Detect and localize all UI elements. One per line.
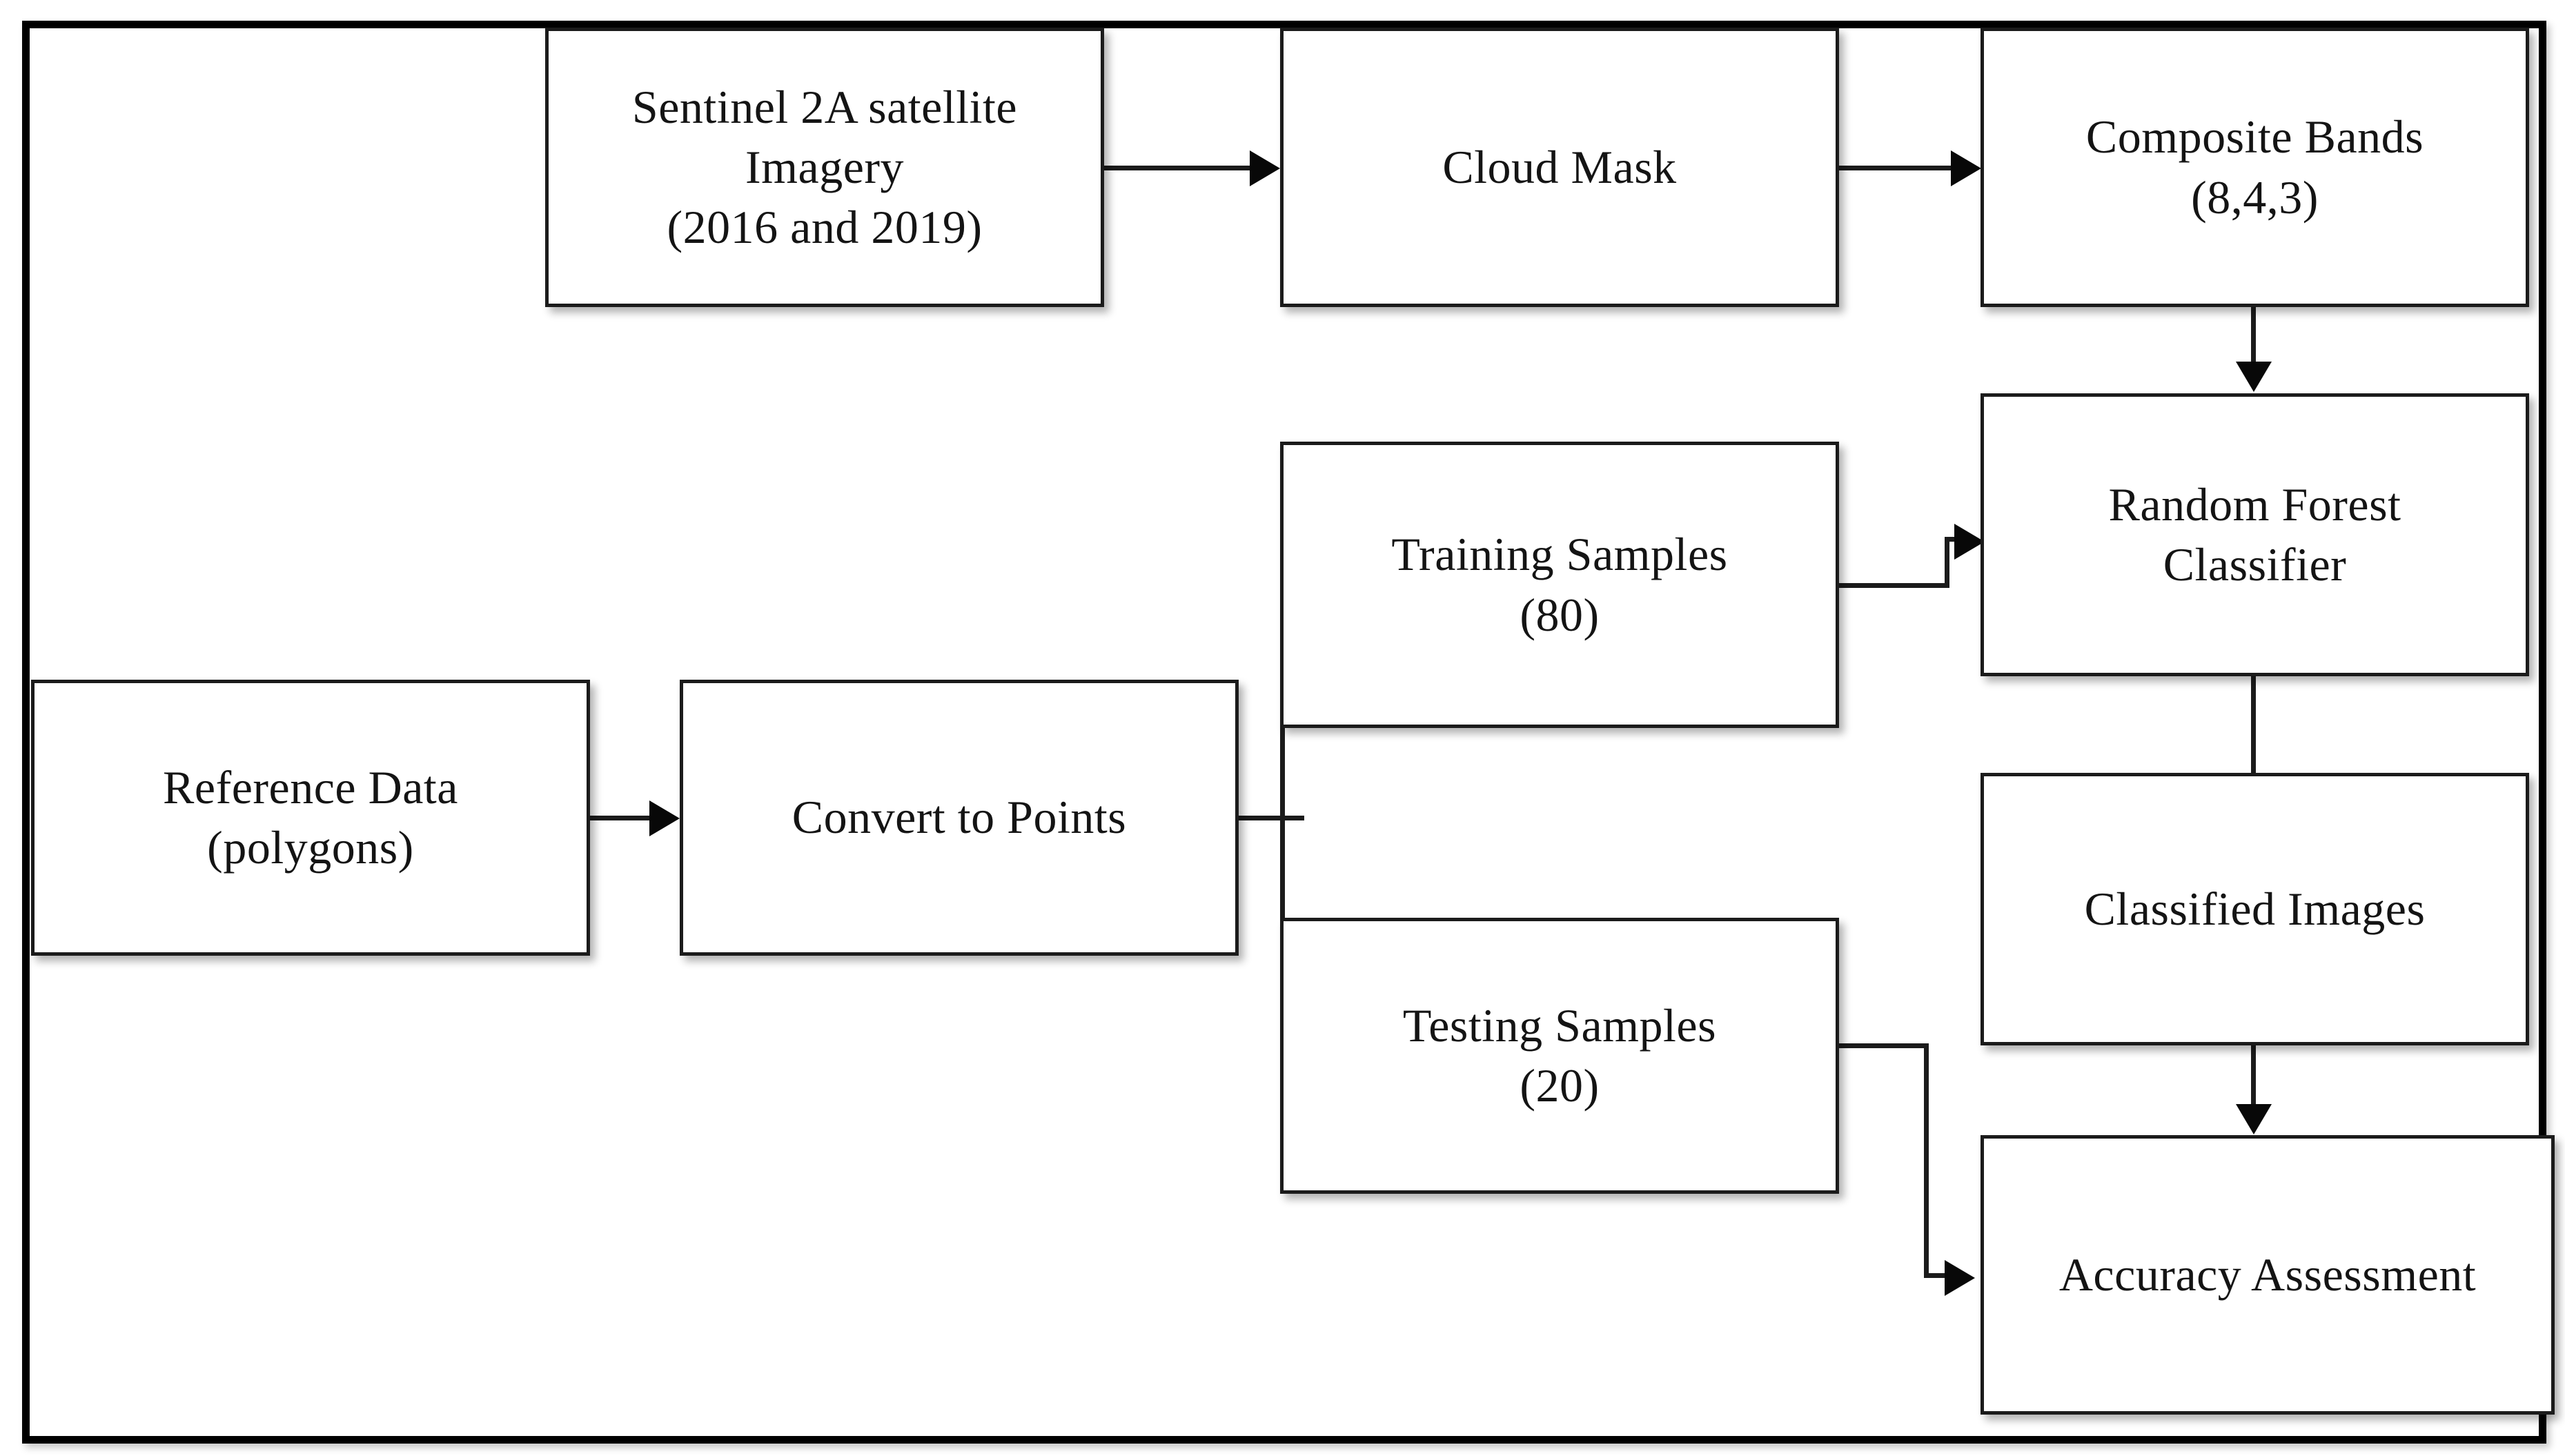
edge-training-to-forest-arrowhead [1954,524,1985,560]
edge-testing-to-accuracy-horizontal [1839,1043,1929,1048]
edge-training-to-forest-vertical [1945,537,1949,588]
node-accuracy-label: Accuracy Assessment [2058,1248,2477,1301]
node-sentinel-imagery: Sentinel 2A satellite Imagery (2016 and … [545,28,1104,307]
node-sentinel-line2: Imagery [745,140,905,193]
node-reference-line1: Reference Data [163,760,458,814]
node-training-line1: Training Samples [1391,528,1728,581]
node-testing-samples: Testing Samples (20) [1280,918,1839,1194]
node-convert-label: Convert to Points [792,791,1127,844]
node-cloud-mask-label: Cloud Mask [1442,140,1677,193]
node-training-line2: (80) [1520,588,1600,641]
edge-sentinel-to-cloudmask [1104,166,1252,170]
edge-testing-to-accuracy-arrowhead [1945,1260,1975,1296]
edge-sentinel-to-cloudmask-arrowhead [1250,150,1280,186]
edge-cloudmask-to-composite [1839,166,1955,170]
node-cloud-mask: Cloud Mask [1280,28,1839,307]
node-sentinel-line3: (2016 and 2019) [667,201,983,254]
node-forest-line2: Classifier [2163,538,2347,591]
edge-training-to-forest-horizontal [1839,583,1949,588]
edge-classified-to-accuracy [2251,1045,2256,1108]
node-random-forest-classifier: Random Forest Classifier [1981,393,2529,676]
node-testing-line1: Testing Samples [1402,998,1717,1052]
edge-cloudmask-to-composite-arrowhead [1951,150,1981,186]
node-composite-bands: Composite Bands (8,4,3) [1981,28,2529,307]
node-convert-to-points: Convert to Points [680,680,1239,956]
edge-classified-to-accuracy-arrowhead [2236,1104,2272,1134]
edge-reference-to-convert-arrowhead [649,800,680,836]
edge-junction-vertical [1280,728,1285,921]
node-reference-data: Reference Data (polygons) [31,680,590,956]
edge-composite-to-forest-arrowhead [2236,362,2272,392]
node-composite-line2: (8,4,3) [2191,170,2319,224]
node-sentinel-line1: Sentinel 2A satellite [631,80,1018,133]
node-classified-label: Classified Images [2084,882,2426,935]
edge-testing-to-accuracy-stub [1924,1273,1952,1278]
edge-forest-to-classified [2251,676,2256,776]
edge-testing-to-accuracy-vertical [1924,1043,1929,1278]
node-testing-line2: (20) [1520,1059,1600,1112]
node-accuracy-assessment: Accuracy Assessment [1981,1135,2555,1415]
edge-composite-to-forest [2251,307,2256,366]
edge-reference-to-convert [590,816,651,820]
node-classified-images: Classified Images [1981,773,2529,1045]
node-forest-line1: Random Forest [2108,478,2401,531]
node-training-samples: Training Samples (80) [1280,442,1839,728]
node-composite-line1: Composite Bands [2085,110,2424,164]
edge-convert-to-junction [1239,816,1304,820]
node-reference-line2: (polygons) [207,821,414,874]
